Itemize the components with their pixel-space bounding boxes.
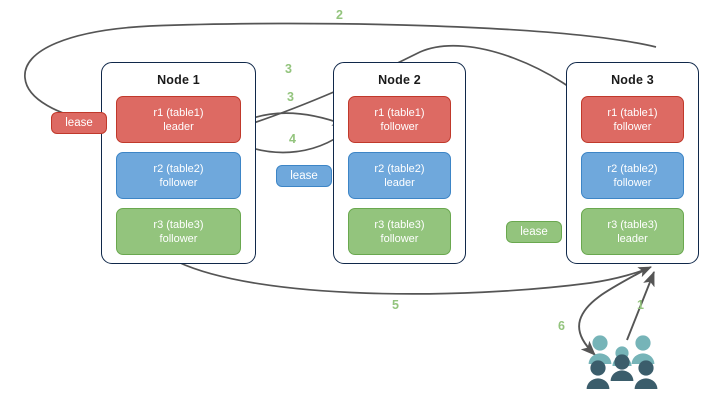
replica-role: leader (163, 120, 194, 133)
node-card-1[interactable]: Node 1 r1 (table1) leader r2 (table2) fo… (101, 62, 256, 264)
people-group-icon (586, 335, 658, 389)
node-title: Node 2 (378, 73, 421, 87)
step-label-1: 1 (637, 298, 644, 312)
replica-role: leader (617, 232, 648, 245)
replica-name: r2 (table2) (607, 162, 658, 175)
replica-box[interactable]: r1 (table1) leader (116, 96, 241, 143)
step-label-4: 4 (289, 132, 296, 146)
node-card-3[interactable]: Node 3 r1 (table1) follower r2 (table2) … (566, 62, 699, 264)
replica-name: r1 (table1) (607, 106, 658, 119)
node-title: Node 3 (611, 73, 654, 87)
replica-role: leader (384, 176, 415, 189)
replica-role: follower (613, 120, 652, 133)
lease-chip-green[interactable]: lease (506, 221, 562, 243)
replica-box[interactable]: r1 (table1) follower (581, 96, 684, 143)
replica-role: follower (613, 176, 652, 189)
step-label-6: 6 (558, 319, 565, 333)
node-title: Node 1 (157, 73, 200, 87)
lease-chip-red[interactable]: lease (51, 112, 107, 134)
replica-name: r1 (table1) (153, 106, 204, 119)
replica-role: follower (380, 120, 419, 133)
replica-role: follower (380, 232, 419, 245)
replica-box[interactable]: r3 (table3) leader (581, 208, 684, 255)
arrow-step-5 (177, 261, 652, 295)
replica-role: follower (159, 232, 198, 245)
step-label-2: 2 (336, 8, 343, 22)
replica-name: r3 (table3) (607, 218, 658, 231)
replica-role: follower (159, 176, 198, 189)
replica-name: r2 (table2) (374, 162, 425, 175)
lease-chip-blue[interactable]: lease (276, 165, 332, 187)
step-label-5: 5 (392, 298, 399, 312)
replica-box[interactable]: r2 (table2) leader (348, 152, 451, 199)
step-label-3-lower: 3 (287, 90, 294, 104)
replica-box[interactable]: r3 (table3) follower (348, 208, 451, 255)
replica-box[interactable]: r3 (table3) follower (116, 208, 241, 255)
replica-name: r2 (table2) (153, 162, 204, 175)
replica-box[interactable]: r1 (table1) follower (348, 96, 451, 143)
step-label-3-upper: 3 (285, 62, 292, 76)
replica-box[interactable]: r2 (table2) follower (116, 152, 241, 199)
replica-box[interactable]: r2 (table2) follower (581, 152, 684, 199)
replica-name: r3 (table3) (153, 218, 204, 231)
node-card-2[interactable]: Node 2 r1 (table1) follower r2 (table2) … (333, 62, 466, 264)
replica-name: r3 (table3) (374, 218, 425, 231)
replica-name: r1 (table1) (374, 106, 425, 119)
